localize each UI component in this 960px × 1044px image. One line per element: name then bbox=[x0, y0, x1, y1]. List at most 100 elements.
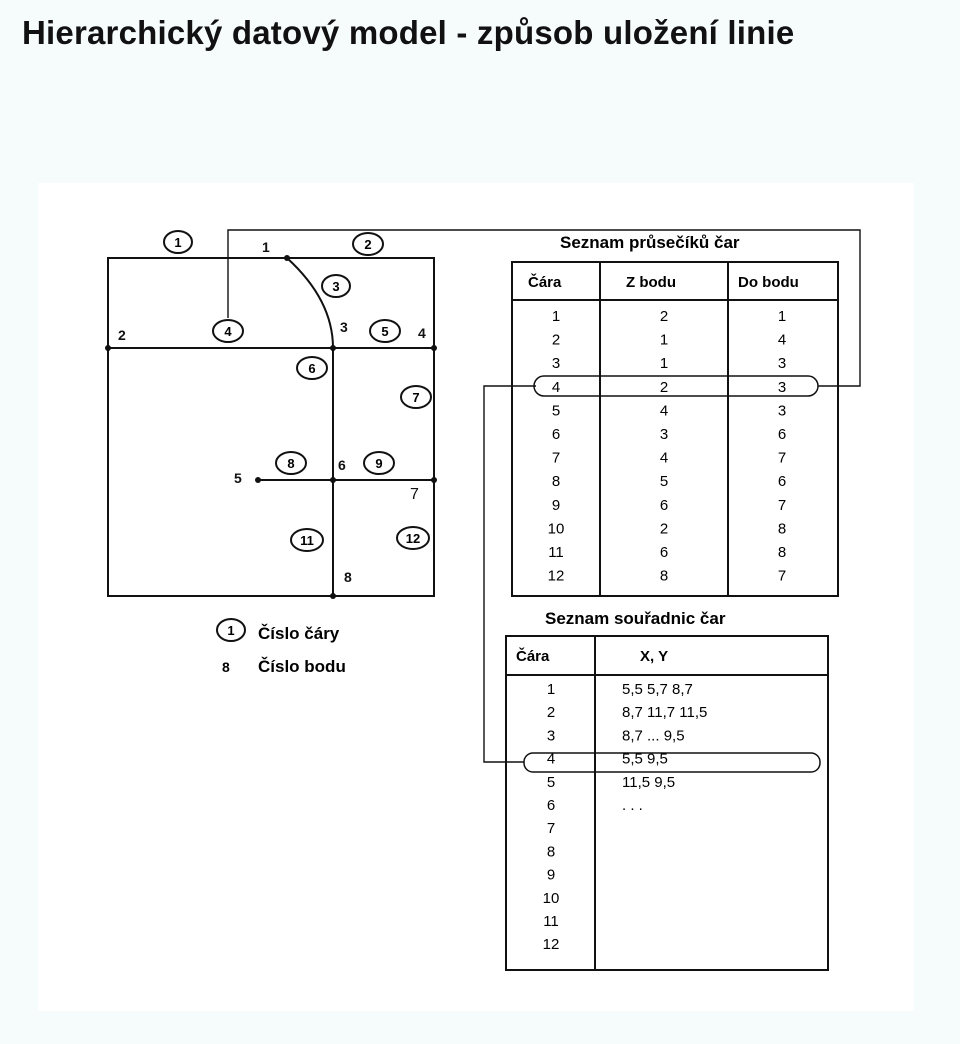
coordinates-cell-line: 10 bbox=[543, 890, 560, 907]
coordinates-cell-line: 6 bbox=[547, 797, 555, 814]
intersections-cell: 7 bbox=[552, 450, 560, 467]
point-label-2: 2 bbox=[118, 327, 126, 343]
svg-text:7: 7 bbox=[412, 390, 419, 405]
coordinates-table-row: 12 bbox=[543, 936, 560, 953]
intersections-cell: 1 bbox=[660, 332, 668, 349]
coordinates-cell-line: 9 bbox=[547, 867, 555, 884]
line-marker-8: 8 bbox=[275, 451, 307, 475]
intersections-header-line: Čára bbox=[528, 273, 562, 291]
coordinates-cell-line: 4 bbox=[547, 751, 555, 768]
coordinates-table-row: 2 8,7 11,7 11,5 bbox=[547, 704, 708, 721]
intersections-cell: 7 bbox=[778, 568, 786, 585]
coordinates-cell-line: 3 bbox=[547, 727, 555, 744]
svg-text:5: 5 bbox=[381, 324, 388, 339]
svg-text:9: 9 bbox=[375, 456, 382, 471]
point-label-1: 1 bbox=[262, 239, 270, 255]
intersections-cell: 7 bbox=[778, 450, 786, 467]
coordinates-cell-xy: 5,5 5,7 8,7 bbox=[622, 681, 693, 698]
legend-line-number: 1 Číslo čáry bbox=[216, 618, 340, 643]
line-marker-7: 7 bbox=[400, 385, 432, 409]
coordinates-table-row: 10 bbox=[543, 890, 560, 907]
coordinates-table-frame bbox=[505, 635, 829, 971]
coordinates-table-row: 3 8,7 ... 9,5 bbox=[547, 727, 685, 744]
map-frame bbox=[107, 257, 435, 597]
coordinates-cell-line: 2 bbox=[547, 704, 555, 721]
connector-intersections bbox=[227, 229, 861, 387]
intersections-cell: 2 bbox=[660, 308, 668, 325]
intersections-cell: 3 bbox=[778, 379, 786, 396]
intersections-cell: 1 bbox=[552, 308, 560, 325]
point-dot-4 bbox=[431, 345, 437, 351]
intersections-cell: 6 bbox=[552, 426, 560, 443]
intersections-cell: 6 bbox=[660, 544, 668, 561]
coordinates-cell-line: 5 bbox=[547, 774, 555, 791]
coordinates-table-row: 9 bbox=[547, 867, 555, 884]
line-marker-2: 2 bbox=[352, 232, 384, 256]
intersections-header-from: Z bodu bbox=[626, 274, 676, 291]
intersections-cell: 2 bbox=[552, 332, 560, 349]
point-dot-2 bbox=[105, 345, 111, 351]
intersections-highlight-oval bbox=[533, 375, 819, 397]
point-label-6: 6 bbox=[338, 457, 346, 473]
line-marker-1: 1 bbox=[163, 230, 193, 254]
intersections-header-to: Do bodu bbox=[738, 274, 799, 291]
coordinates-table-row: 11 bbox=[543, 913, 559, 930]
intersections-cell: 6 bbox=[778, 426, 786, 443]
coordinates-cell-line: 7 bbox=[547, 820, 555, 837]
connector-coordinates bbox=[483, 385, 536, 763]
svg-text:1: 1 bbox=[227, 623, 234, 638]
intersections-cell: 11 bbox=[548, 544, 564, 561]
coordinates-cell-xy: 8,7 11,7 11,5 bbox=[622, 704, 707, 721]
legend-point-number: 8 Číslo bodu bbox=[222, 657, 346, 676]
intersections-cell: 3 bbox=[778, 355, 786, 372]
intersections-cell: 8 bbox=[552, 473, 560, 490]
coordinates-cell-line: 11 bbox=[543, 913, 559, 930]
line-marker-9: 9 bbox=[363, 451, 395, 475]
intersections-cell: 4 bbox=[660, 402, 668, 419]
intersections-cell: 6 bbox=[660, 497, 668, 514]
point-dot-7 bbox=[431, 477, 437, 483]
svg-text:Číslo čáry: Číslo čáry bbox=[258, 624, 340, 643]
point-dot-6 bbox=[330, 477, 336, 483]
intersections-cell: 5 bbox=[552, 402, 560, 419]
coordinates-cell-line: 12 bbox=[543, 936, 560, 953]
coordinates-table-title: Seznam souřadnic čar bbox=[545, 609, 726, 628]
point-label-8: 8 bbox=[344, 569, 352, 585]
intersections-cell: 10 bbox=[548, 520, 565, 537]
svg-text:8: 8 bbox=[222, 659, 230, 675]
svg-text:2: 2 bbox=[364, 237, 371, 252]
coordinates-cell-xy: 8,7 ... 9,5 bbox=[622, 727, 685, 744]
intersections-cell: 1 bbox=[660, 355, 668, 372]
svg-text:12: 12 bbox=[406, 531, 420, 546]
intersections-cell: 3 bbox=[552, 355, 560, 372]
line-marker-3: 3 bbox=[321, 274, 351, 298]
svg-text:3: 3 bbox=[332, 279, 339, 294]
intersections-table-frame bbox=[511, 261, 839, 597]
coordinates-cell-xy: 11,5 9,5 bbox=[622, 774, 675, 791]
coordinates-cell-xy: 5,5 9,5 bbox=[622, 751, 668, 768]
point-label-5: 5 bbox=[234, 470, 242, 486]
coordinates-highlight-oval bbox=[523, 752, 821, 773]
intersections-cell: 9 bbox=[552, 497, 560, 514]
line-marker-5: 5 bbox=[369, 319, 401, 343]
intersections-table-title: Seznam průsečíků čar bbox=[560, 233, 740, 252]
svg-text:11: 11 bbox=[300, 533, 314, 548]
coordinates-header-xy: X, Y bbox=[640, 648, 668, 665]
line-marker-11: 11 bbox=[290, 528, 324, 552]
intersections-cell: 8 bbox=[660, 568, 668, 585]
point-label-4: 4 bbox=[418, 325, 426, 341]
intersections-cell: 5 bbox=[660, 473, 668, 490]
legend: 1 Číslo čáry 8 Číslo bodu bbox=[216, 618, 346, 676]
intersections-table-row: 3 1 3 bbox=[552, 355, 786, 372]
